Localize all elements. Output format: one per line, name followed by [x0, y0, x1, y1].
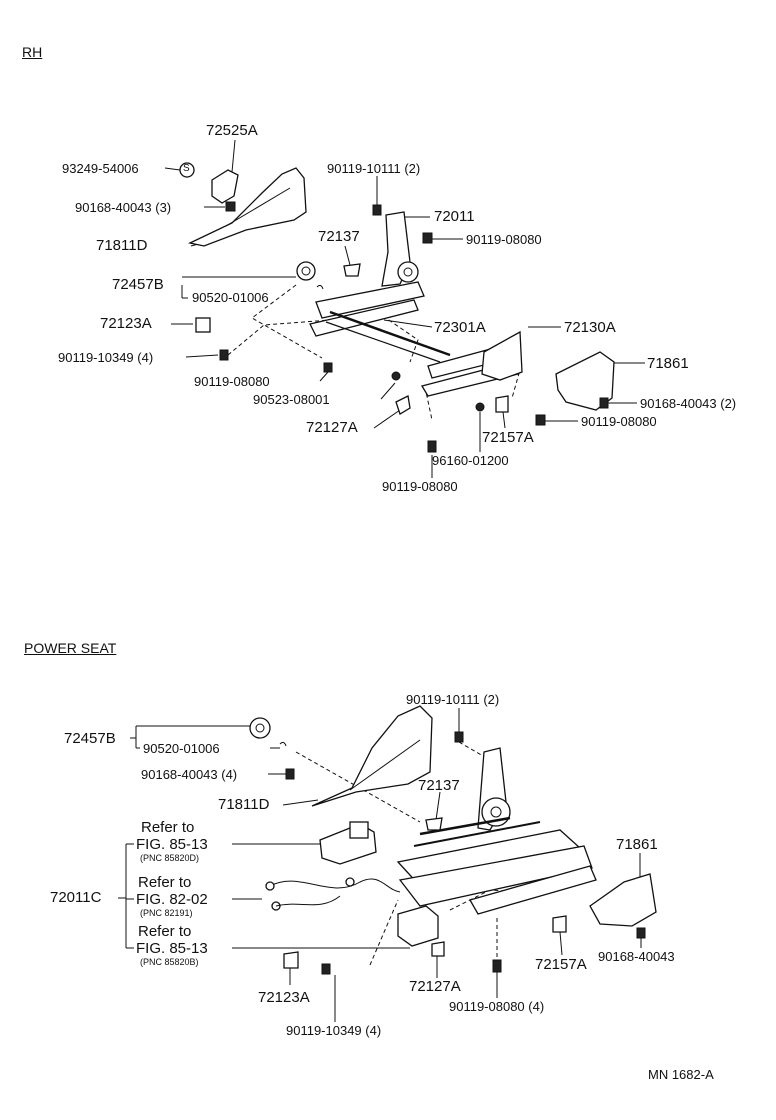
ps-label-72457B: 72457B	[64, 730, 116, 747]
ps-label-72137: 72137	[418, 777, 460, 794]
rh-leader-lines	[164, 139, 645, 478]
rh-label-72130A: 72130A	[564, 319, 616, 336]
ps-ref1-fig: FIG. 85-13	[136, 836, 208, 853]
snap-ring-symbol: S	[183, 163, 190, 174]
ps-ref1-line1: Refer to	[141, 819, 195, 836]
rh-label-90168-40043-3: 90168-40043 (3)	[75, 200, 172, 215]
rh-label-72123A: 72123A	[100, 315, 152, 332]
ps-label-90119-10111-2: 90119-10111 (2)	[406, 692, 500, 707]
rh-label-72301A: 72301A	[434, 319, 486, 336]
rh-label-90119-08080-c: 90119-08080	[581, 414, 657, 429]
rh-label-72127A: 72127A	[306, 419, 358, 436]
rh-label-71861: 71861	[647, 355, 689, 372]
rh-parts	[179, 162, 615, 453]
ps-label-72011C: 72011C	[50, 889, 102, 906]
rh-label-90119-08080-b: 90119-08080	[466, 232, 542, 247]
rh-label-72525A: 72525A	[206, 122, 258, 139]
rh-label-90523-08001: 90523-08001	[253, 392, 330, 407]
ps-ref3-pnc: (PNC 85820B)	[140, 957, 199, 967]
rh-label-93249-54006: 93249-54006	[62, 161, 139, 176]
ps-ref3-fig: FIG. 85-13	[136, 940, 208, 957]
rh-label-90119-08080-a: 90119-08080	[194, 374, 270, 389]
ps-label-72127A: 72127A	[409, 978, 461, 995]
rh-label-96160-01200: 96160-01200	[432, 453, 509, 468]
rh-label-90119-10349-4: 90119-10349 (4)	[58, 350, 154, 365]
rh-label-90168-40043-2: 90168-40043 (2)	[640, 396, 737, 411]
ps-label-71861: 71861	[616, 836, 658, 853]
ps-ref2-fig: FIG. 82-02	[136, 891, 208, 908]
rh-label-90119-08080-d: 90119-08080	[382, 479, 458, 494]
ps-label-72123A: 72123A	[258, 989, 310, 1006]
section-title-rh: RH	[22, 44, 43, 60]
ps-ref2-line1: Refer to	[138, 874, 192, 891]
rh-label-71811D: 71811D	[96, 237, 148, 254]
rh-label-90119-10111-2: 90119-10111 (2)	[327, 161, 421, 176]
ps-label-72157A: 72157A	[535, 956, 587, 973]
footer-code: MN 1682-A	[648, 1067, 714, 1082]
ps-ref1-pnc: (PNC 85820D)	[140, 853, 200, 863]
ps-label-90119-08080-4: 90119-08080 (4)	[449, 999, 545, 1014]
ps-parts	[249, 705, 657, 975]
rh-label-72137: 72137	[318, 228, 360, 245]
ps-label-71811D: 71811D	[218, 796, 270, 813]
ps-label-90119-10349-4: 90119-10349 (4)	[286, 1023, 382, 1038]
rh-label-72157A: 72157A	[482, 429, 534, 446]
rh-label-72011: 72011	[434, 208, 475, 225]
section-title-power-seat: POWER SEAT	[24, 640, 117, 656]
ps-label-90168-40043-4: 90168-40043 (4)	[141, 767, 238, 782]
rh-label-72457B: 72457B	[112, 276, 164, 293]
rh-label-90520-01006: 90520-01006	[192, 290, 269, 305]
ps-ref3-line1: Refer to	[138, 923, 192, 940]
ps-ref2-pnc: (PNC 82191)	[140, 908, 193, 918]
ps-label-90520-01006: 90520-01006	[143, 741, 220, 756]
ps-label-90168-40043: 90168-40043	[598, 949, 675, 964]
